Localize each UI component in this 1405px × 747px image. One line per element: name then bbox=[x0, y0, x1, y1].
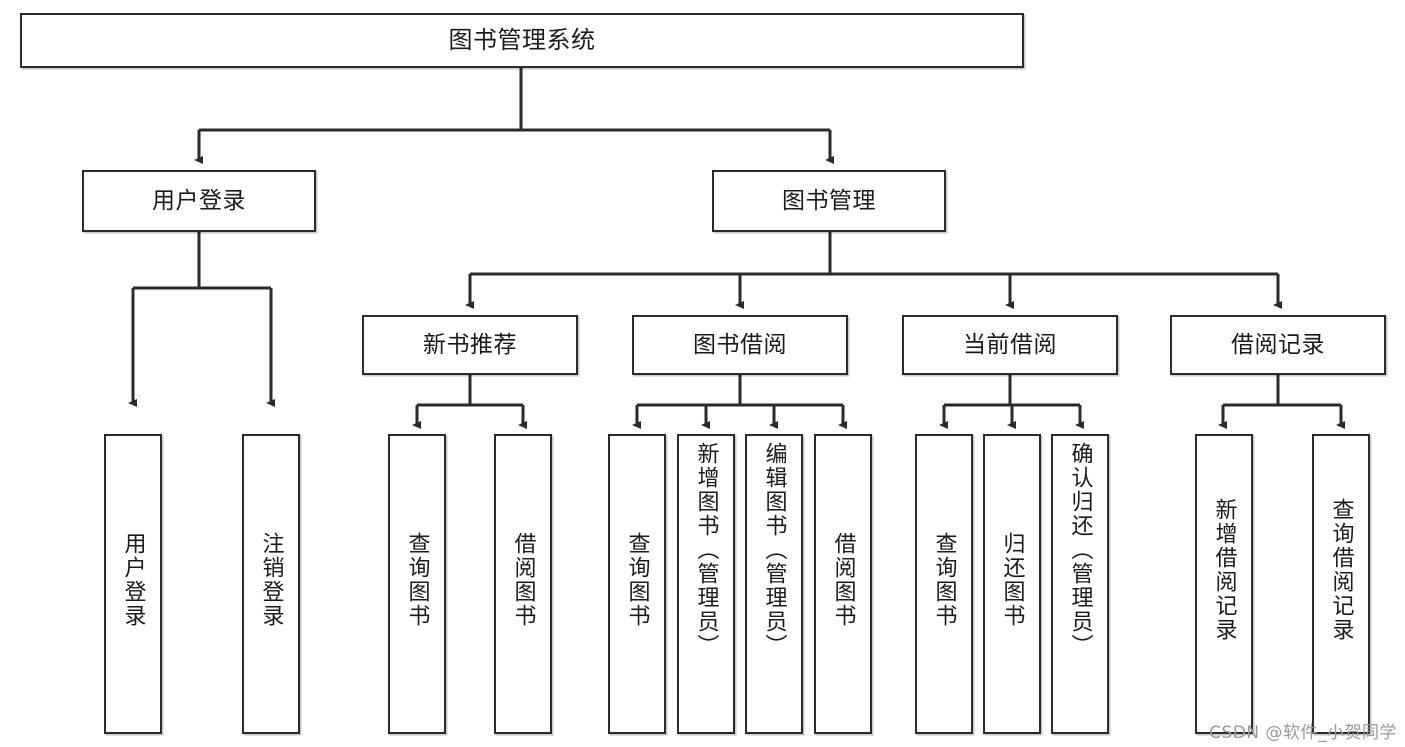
node-label: 查询图书 bbox=[404, 532, 430, 628]
leaf-borrow-record-add-record[interactable]: 新增借阅记录 bbox=[1195, 434, 1253, 734]
node-label: 查询借阅记录 bbox=[1328, 498, 1354, 642]
node-new-book-recommend[interactable]: 新书推荐 bbox=[362, 315, 578, 375]
node-label: 新增图书（管理员） bbox=[693, 442, 719, 658]
leaf-book-borrow-edit-book-admin[interactable]: 编辑图书（管理员） bbox=[745, 434, 803, 734]
node-label: 图书借阅 bbox=[693, 331, 787, 358]
node-label: 借阅图书 bbox=[510, 532, 536, 628]
leaf-current-borrow-return-book[interactable]: 归还图书 bbox=[983, 434, 1041, 734]
node-label: 查询图书 bbox=[624, 532, 650, 628]
csdn-watermark: CSDN @软件_小贺同学 bbox=[1209, 723, 1397, 743]
leaf-book-borrow-add-book-admin[interactable]: 新增图书（管理员） bbox=[677, 434, 735, 734]
node-root-book-management-system[interactable]: 图书管理系统 bbox=[20, 13, 1024, 68]
leaf-new-book-borrow-book[interactable]: 借阅图书 bbox=[494, 434, 552, 734]
node-book-management[interactable]: 图书管理 bbox=[712, 170, 946, 232]
leaf-new-book-query-book[interactable]: 查询图书 bbox=[388, 434, 446, 734]
node-label: 借阅图书 bbox=[830, 532, 856, 628]
node-label: 确认归还（管理员） bbox=[1067, 442, 1093, 658]
leaf-book-borrow-borrow-book[interactable]: 借阅图书 bbox=[814, 434, 872, 734]
node-label: 借阅记录 bbox=[1231, 331, 1325, 358]
node-borrow-record[interactable]: 借阅记录 bbox=[1170, 315, 1386, 375]
leaf-book-borrow-query-book[interactable]: 查询图书 bbox=[608, 434, 666, 734]
node-label: 用户登录 bbox=[120, 532, 146, 628]
node-label: 归还图书 bbox=[999, 532, 1025, 628]
node-user-login[interactable]: 用户登录 bbox=[82, 170, 316, 232]
node-label: 查询图书 bbox=[931, 532, 957, 628]
node-label: 图书管理 bbox=[782, 187, 876, 214]
node-label: 新书推荐 bbox=[423, 331, 517, 358]
leaf-current-borrow-query-book[interactable]: 查询图书 bbox=[915, 434, 973, 734]
leaf-borrow-record-query-record[interactable]: 查询借阅记录 bbox=[1312, 434, 1370, 734]
node-label: 用户登录 bbox=[152, 187, 246, 214]
node-current-borrow[interactable]: 当前借阅 bbox=[902, 315, 1118, 375]
leaf-user-login-signout[interactable]: 注销登录 bbox=[242, 434, 300, 734]
node-label: 注销登录 bbox=[258, 532, 284, 628]
node-label: 当前借阅 bbox=[963, 331, 1057, 358]
leaf-user-login-signin[interactable]: 用户登录 bbox=[104, 434, 162, 734]
node-label: 图书管理系统 bbox=[448, 25, 596, 54]
node-label: 新增借阅记录 bbox=[1211, 498, 1237, 642]
leaf-current-borrow-confirm-return-admin[interactable]: 确认归还（管理员） bbox=[1051, 434, 1109, 734]
node-label: 编辑图书（管理员） bbox=[761, 442, 787, 658]
node-book-borrow[interactable]: 图书借阅 bbox=[632, 315, 848, 375]
